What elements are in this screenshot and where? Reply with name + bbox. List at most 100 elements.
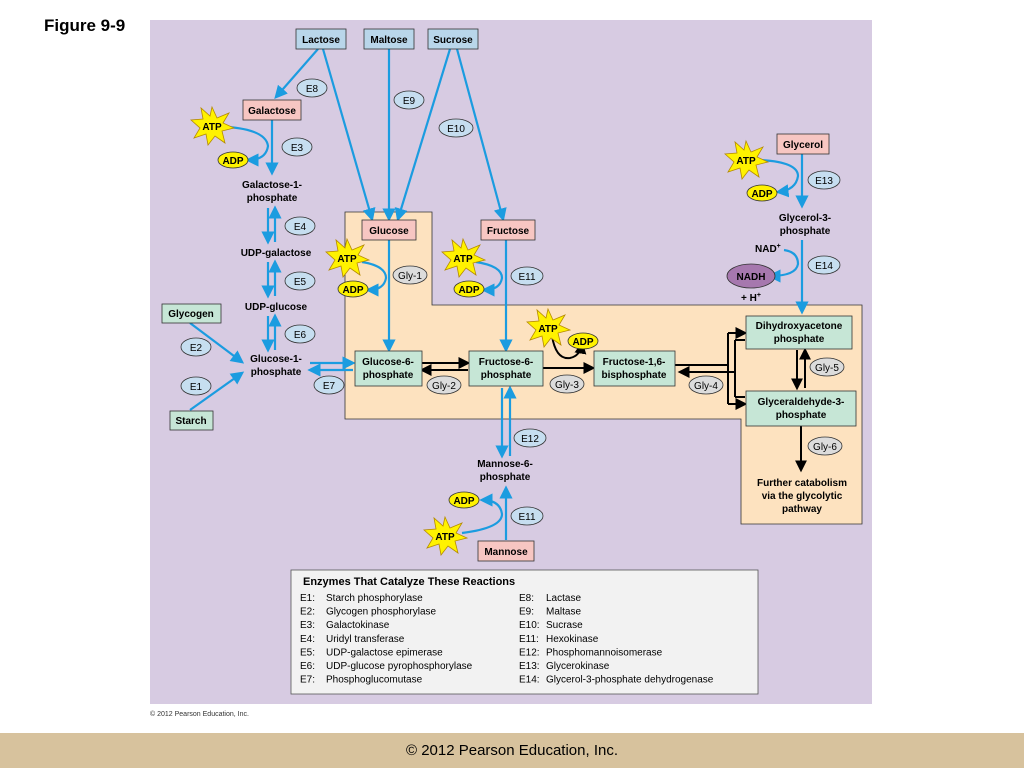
- enzyme-e4-oval: E4: [284, 216, 316, 236]
- udp-galactose-label: UDP-galactose: [241, 248, 312, 259]
- enzyme-e5-label: E5: [294, 277, 307, 288]
- adp-label: ADP: [222, 156, 243, 167]
- adp-oval-glucose: ADP: [337, 280, 369, 298]
- legend-enzyme-name: Phosphomannoisomerase: [546, 647, 663, 658]
- atp-label: ATP: [337, 254, 357, 265]
- glycogen-label: Glycogen: [168, 309, 214, 320]
- legend-code: E6:: [300, 661, 315, 672]
- enzyme-e10-label: E10: [447, 124, 465, 135]
- enzyme-e13-oval: E13: [807, 170, 841, 190]
- enzyme-e6-oval: E6: [284, 324, 316, 344]
- gly-1-oval: Gly-1: [392, 265, 428, 285]
- legend-code: E9:: [519, 607, 534, 618]
- atp-label: ATP: [538, 324, 558, 335]
- h-plus-label: + H+: [741, 292, 761, 304]
- gly-6-label: Gly-6: [813, 442, 837, 453]
- enzyme-e2-label: E2: [190, 343, 203, 354]
- atp-star-glucose: ATP: [325, 237, 371, 278]
- atp-star-pfk: ATP: [526, 307, 572, 348]
- adp-oval-galactokinase: ADP: [217, 151, 249, 169]
- enzyme-e11-mannose-oval: E11: [510, 506, 544, 526]
- legend-enzyme-name: Glycerokinase: [546, 661, 610, 672]
- gap-line2: phosphate: [776, 410, 827, 421]
- enzyme-e1-label: E1: [190, 382, 203, 393]
- gly-6-oval: Gly-6: [807, 436, 843, 456]
- legend-code: E5:: [300, 647, 315, 658]
- nadh-oval: NADH: [726, 263, 776, 289]
- fructose-label: Fructose: [487, 226, 530, 237]
- enzyme-e8-label: E8: [306, 84, 319, 95]
- galactose-label: Galactose: [248, 106, 296, 117]
- glyceraldehyde-3-phosphate-box: Glyceraldehyde-3- phosphate: [745, 390, 857, 427]
- adp-label: ADP: [751, 189, 772, 200]
- enzyme-e9-label: E9: [403, 96, 416, 107]
- fructose-6-phosphate-box: Fructose-6- phosphate: [468, 350, 544, 387]
- maltose-box: Maltose: [363, 28, 415, 50]
- legend-enzyme-name: Hexokinase: [546, 634, 599, 645]
- enzyme-e11-mannose-label: E11: [518, 512, 535, 523]
- lactose-label: Lactose: [302, 35, 340, 46]
- enzyme-e12-label: E12: [521, 434, 539, 445]
- legend-code: E14:: [519, 675, 540, 686]
- enzyme-e13-label: E13: [815, 176, 833, 187]
- further-catabolism-line1: Further catabolism: [757, 478, 847, 489]
- legend-enzyme-name: Sucrase: [546, 620, 583, 631]
- mannose-label: Mannose: [484, 547, 528, 558]
- enzyme-e8-oval: E8: [296, 78, 328, 98]
- galactose-1-phosphate-line2: phosphate: [247, 193, 298, 204]
- glucose-1-phosphate-line1: Glucose-1-: [250, 354, 302, 365]
- atp-star-galactokinase: ATP: [190, 105, 236, 146]
- adp-oval-pfk: ADP: [567, 332, 599, 350]
- fructose-box: Fructose: [480, 219, 536, 241]
- adp-oval-glycerol: ADP: [746, 184, 778, 202]
- glycerol-label: Glycerol: [783, 140, 823, 151]
- glucose-1-phosphate-line2: phosphate: [251, 367, 302, 378]
- gly-2-oval: Gly-2: [426, 375, 462, 395]
- starch-label: Starch: [175, 416, 206, 427]
- gly-1-label: Gly-1: [398, 271, 422, 282]
- copyright-small: © 2012 Pearson Education, Inc.: [150, 711, 249, 718]
- atp-star-glycerol: ATP: [724, 139, 770, 180]
- adp-label: ADP: [342, 285, 363, 296]
- atp-label: ATP: [453, 254, 473, 265]
- enzyme-e9-oval: E9: [393, 90, 425, 110]
- legend-code: E12:: [519, 647, 540, 658]
- enzyme-e11-label: E11: [518, 272, 535, 283]
- enzyme-e12-oval: E12: [513, 428, 547, 448]
- galactose-box: Galactose: [242, 99, 302, 121]
- glycerol-3-phosphate-line2: phosphate: [780, 226, 831, 237]
- atp-label: ATP: [435, 532, 455, 543]
- galactose-1-phosphate-line1: Galactose-1-: [242, 180, 302, 191]
- figure-label: Figure 9-9: [44, 16, 126, 35]
- enzyme-e7-oval: E7: [313, 375, 345, 395]
- gly-4-oval: Gly-4: [688, 375, 724, 395]
- footer-bar: [0, 733, 1024, 768]
- enzyme-e4-label: E4: [294, 222, 307, 233]
- enzyme-e14-label: E14: [815, 261, 833, 272]
- nad-label: NAD+: [755, 243, 781, 255]
- atp-label: ATP: [202, 122, 222, 133]
- atp-label: ATP: [736, 156, 756, 167]
- adp-label: ADP: [458, 285, 479, 296]
- g6p-line1: Glucose-6-: [362, 357, 414, 368]
- adp-label: ADP: [453, 496, 474, 507]
- legend-enzyme-name: UDP-galactose epimerase: [326, 647, 443, 658]
- enzyme-legend: Enzymes That Catalyze These Reactions E1…: [290, 569, 759, 695]
- starch-box: Starch: [169, 410, 214, 431]
- gly-5-oval: Gly-5: [809, 357, 845, 377]
- dihydroxyacetone-phosphate-box: Dihydroxyacetone phosphate: [745, 315, 853, 350]
- adp-oval-fructose: ADP: [453, 280, 485, 298]
- enzyme-e3-label: E3: [291, 143, 304, 154]
- dhap-line2: phosphate: [774, 334, 825, 345]
- legend-enzyme-name: Lactase: [546, 593, 581, 604]
- dhap-line1: Dihydroxyacetone: [756, 321, 843, 332]
- udp-glucose-label: UDP-glucose: [245, 302, 308, 313]
- enzyme-e11-oval: E11: [510, 266, 544, 286]
- atp-star-fructose: ATP: [441, 237, 487, 278]
- gly-3-label: Gly-3: [555, 380, 579, 391]
- enzyme-e10-oval: E10: [438, 118, 474, 138]
- further-catabolism-line2: via the glycolytic: [762, 491, 843, 502]
- f16bp-line1: Fructose-1,6-: [603, 357, 666, 368]
- glycerol-3-phosphate-line1: Glycerol-3-: [779, 213, 831, 224]
- glucose-box: Glucose: [361, 219, 417, 241]
